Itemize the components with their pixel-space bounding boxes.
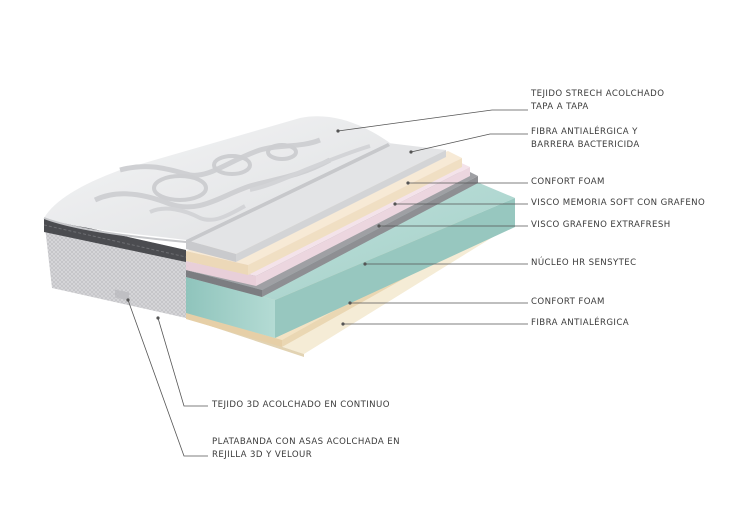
label-tejido-strech: TEJIDO STRECH ACOLCHADO TAPA A TAPA [531,88,664,114]
label-platabanda-line1: PLATABANDA CON ASAS ACOLCHADA EN [212,437,400,447]
label-visco-memoria: VISCO MEMORIA SOFT CON GRAFENO [531,197,705,210]
label-platabanda: PLATABANDA CON ASAS ACOLCHADA EN REJILLA… [212,436,400,462]
leader-tejido-3d [157,317,208,407]
label-nucleo-hr-line1: NÚCLEO HR SENSYTEC [531,258,637,268]
label-tejido-strech-line2: TAPA A TAPA [531,102,589,112]
leader-dots [126,129,413,326]
label-confort-foam-bottom-line1: CONFORT FOAM [531,297,605,307]
mattress-side-panel [43,218,187,318]
label-visco-grafeno-line1: VISCO GRAFENO EXTRAFRESH [531,220,671,230]
label-fibra-barrera: FIBRA ANTIALÉRGICA Y BARRERA BACTERICIDA [531,126,640,152]
mattress-front-face [186,143,390,244]
label-fibra-barrera-line2: BARRERA BACTERICIDA [531,140,640,150]
label-confort-foam-bottom: CONFORT FOAM [531,296,605,309]
label-confort-foam-top-line1: CONFORT FOAM [531,177,605,187]
leader-tejido-strech [337,109,528,132]
label-fibra-barrera-line1: FIBRA ANTIALÉRGICA Y [531,127,638,137]
label-tejido-3d-line1: TEJIDO 3D ACOLCHADO EN CONTINUO [212,400,390,410]
leader-fibra-barrera [410,133,528,153]
leader-lines [127,109,528,457]
label-tejido-3d: TEJIDO 3D ACOLCHADO EN CONTINUO [212,399,390,412]
label-confort-foam-top: CONFORT FOAM [531,176,605,189]
leader-platabanda [127,299,208,457]
label-visco-memoria-line1: VISCO MEMORIA SOFT CON GRAFENO [531,198,706,208]
label-fibra-antialergica: FIBRA ANTIALÉRGICA [531,317,629,330]
mattress-quilted-top [43,116,390,243]
label-nucleo-hr: NÚCLEO HR SENSYTEC [531,257,637,270]
label-platabanda-line2: REJILLA 3D Y VELOUR [212,450,313,460]
label-fibra-antialergica-line1: FIBRA ANTIALÉRGICA [531,318,630,328]
label-tejido-strech-line1: TEJIDO STRECH ACOLCHADO [531,89,665,99]
layer-fibra-barrera [186,143,446,262]
label-visco-grafeno: VISCO GRAFENO EXTRAFRESH [531,219,671,232]
